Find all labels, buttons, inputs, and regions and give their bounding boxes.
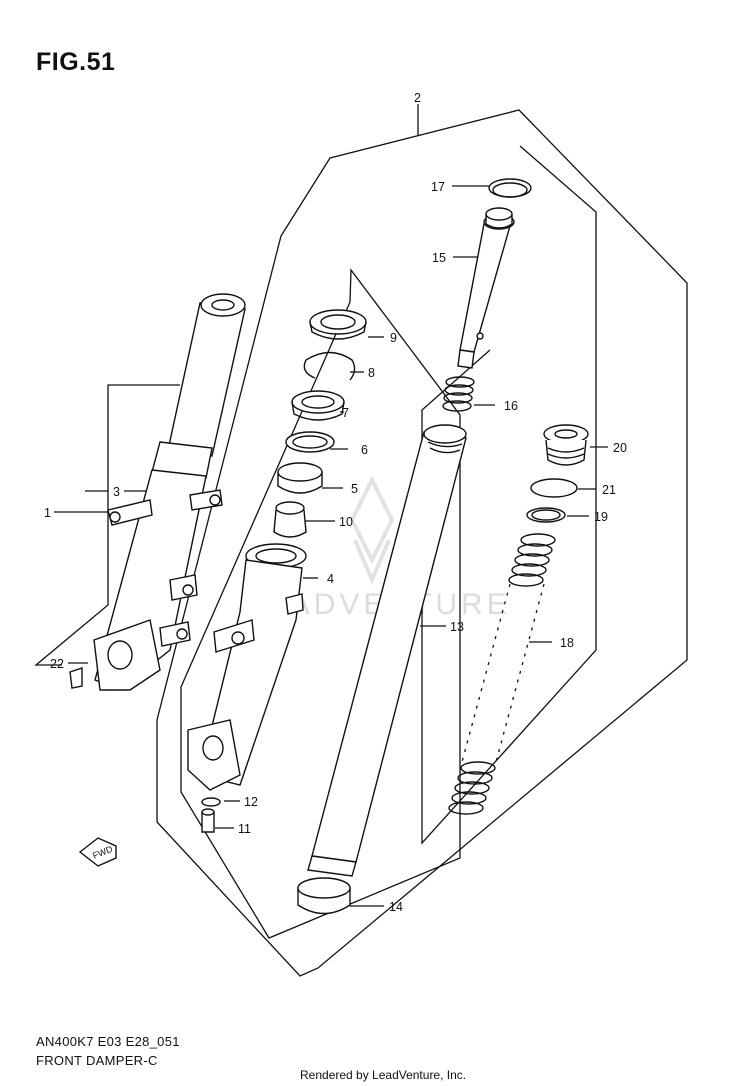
oil-seal-9 [309,309,367,340]
callout-18: 18 [560,636,574,650]
slide-bushing-10 [273,501,307,538]
callout-22: 22 [50,657,64,671]
assembly-1-bracket [34,384,180,666]
callout-9: 9 [390,331,397,345]
inner-tube-13 [307,424,467,877]
outer-tube-4 [187,543,307,791]
bushing-14 [297,877,351,915]
callout-2: 2 [414,91,421,105]
figure-name: FRONT DAMPER-C [36,1053,158,1068]
outer-tube-group-outline [180,268,461,939]
leader-lines [54,104,608,907]
washer-6 [285,431,335,453]
fwd-arrow-icon: FWD [78,837,117,867]
callout-15: 15 [432,251,446,265]
callout-12: 12 [244,795,258,809]
figure-title: FIG.51 [36,48,116,76]
callout-13: 13 [450,620,464,634]
rendered-by-credit: Rendered by LeadVenture, Inc. [300,1068,467,1082]
callout-8: 8 [368,366,375,380]
callout-5: 5 [351,482,358,496]
assembly-2-outline [156,109,688,977]
callout-10: 10 [339,515,353,529]
inner-parts-group-outline [421,145,597,845]
bolt-11 [201,808,215,833]
piston-ring-17 [488,178,532,198]
guide-bushing-5 [277,462,323,494]
callout-6: 6 [361,443,368,457]
callout-14: 14 [389,900,403,914]
callout-17: 17 [431,180,445,194]
callout-16: 16 [504,399,518,413]
callout-20: 20 [613,441,627,455]
damper-rod-15 [457,207,515,369]
callout-11: 11 [238,822,251,836]
cap-bolt-20 [543,424,589,466]
washer-12 [201,797,221,807]
o-ring-21 [530,478,578,498]
circlip-8 [303,351,356,381]
callout-19: 19 [594,510,608,524]
rebound-spring-16 [442,376,475,412]
figure-code: AN400K7 E03 E28_051 [36,1034,180,1049]
callout-1: 1 [44,506,51,520]
oil-seal-7 [291,390,345,421]
callout-3: 3 [113,485,120,499]
callout-7: 7 [342,406,349,420]
callout-4: 4 [327,572,334,586]
fork-tube-assembly [69,293,246,691]
fork-spring-18 [448,533,556,815]
callout-21: 21 [602,483,616,497]
washer-19 [526,507,566,523]
callout-labels: 1 2 3 4 5 6 7 8 9 10 11 12 13 14 15 16 1… [44,91,627,914]
